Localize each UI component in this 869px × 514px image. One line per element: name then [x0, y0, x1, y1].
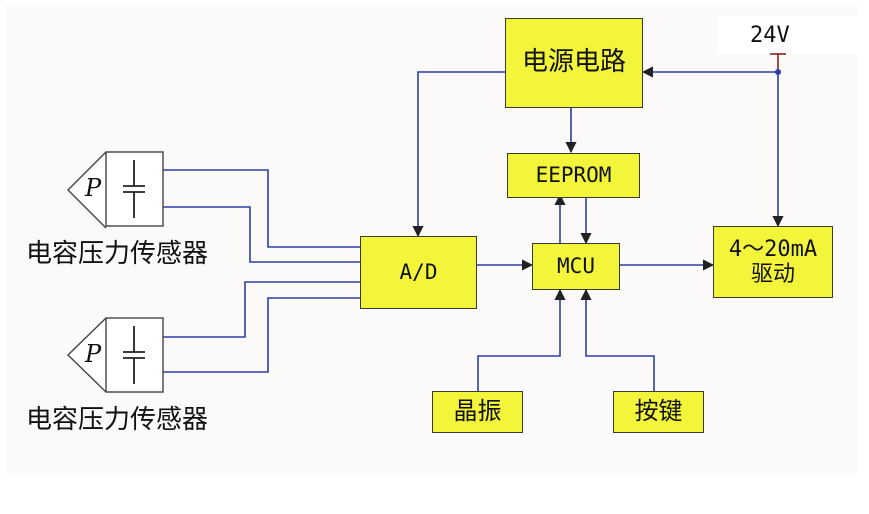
supply-voltage-label: 24V	[750, 23, 790, 48]
wire-crystal-to-mcu	[477, 288, 566, 391]
sensor-2-pressure-symbol: P	[85, 340, 102, 368]
eeprom-label: EEPROM	[535, 163, 612, 188]
supply-label-background	[717, 16, 857, 54]
keys-block: 按键	[613, 391, 704, 433]
mcu-block: MCU	[532, 243, 620, 290]
supply-junction-dot	[775, 69, 781, 75]
driver-label: 驱动	[750, 262, 795, 287]
wire-sensor2-b	[163, 297, 360, 373]
sensor-1-symbol	[67, 151, 164, 229]
eeprom-block: EEPROM	[507, 153, 640, 198]
wire-keys-to-mcu	[580, 288, 655, 391]
wire-sensor2-a	[163, 281, 360, 338]
power-supply-label: 电源电路	[521, 47, 626, 78]
sensor-1-pressure-symbol: P	[85, 174, 102, 202]
sensor-1-label: 电容压力传感器	[26, 239, 209, 269]
wire-sensor1-b	[163, 206, 360, 263]
current-range-label: 4～20mA	[728, 236, 818, 262]
sensor-2-label: 电容压力传感器	[26, 405, 209, 435]
adc-label: A/D	[399, 260, 438, 285]
adc-block: A/D	[360, 236, 477, 309]
wire-power-to-adc	[412, 71, 505, 238]
current-driver-block: 4～20mA 驱动	[713, 226, 833, 298]
power-supply-block: 电源电路	[505, 18, 643, 108]
sensor-2-symbol	[66, 317, 164, 393]
crystal-block: 晶振	[432, 391, 523, 433]
mcu-label: MCU	[557, 254, 595, 279]
keys-label: 按键	[634, 397, 683, 426]
wire-sensor1-a	[163, 169, 360, 248]
crystal-label: 晶振	[453, 397, 502, 426]
